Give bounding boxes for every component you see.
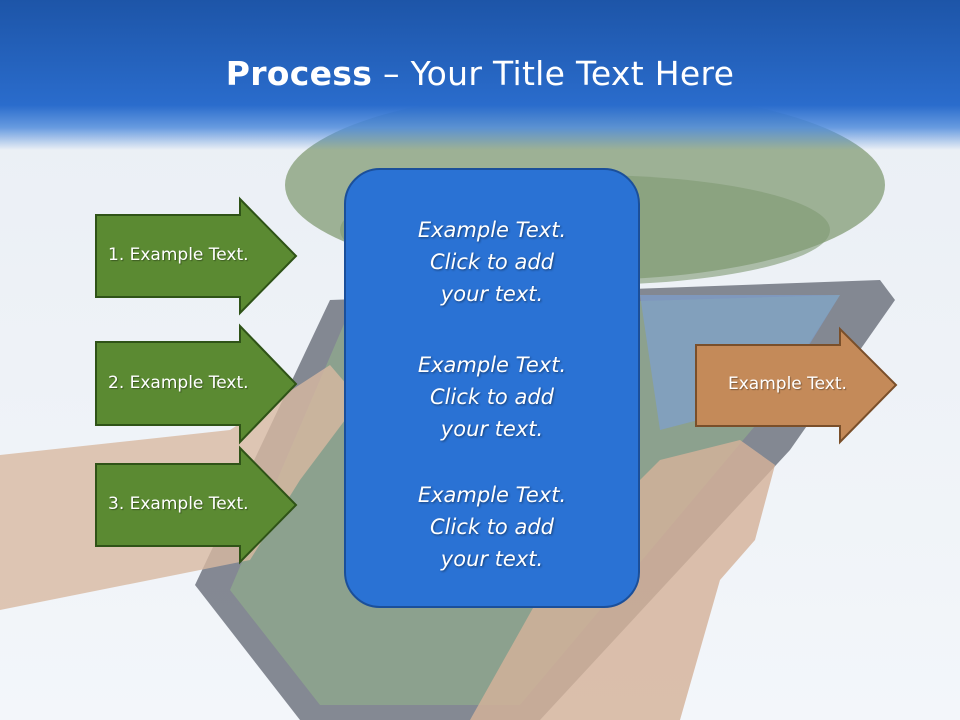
center-line: your text. [440, 282, 544, 306]
title-bar [0, 0, 960, 150]
center-process-box[interactable]: Example Text. Click to add your text. Ex… [344, 168, 640, 608]
title-rest: Your Title Text Here [410, 54, 735, 93]
output-label: Example Text. [728, 374, 847, 394]
center-line: Click to add [429, 515, 554, 539]
center-line: Example Text. [417, 483, 567, 507]
title-bold: Process [225, 54, 373, 93]
step-1-label: 1. Example Text. [108, 245, 249, 265]
center-line: Example Text. [417, 218, 567, 242]
slide-title[interactable]: Process – Your Title Text Here [0, 54, 960, 93]
center-line: Click to add [429, 250, 554, 274]
center-line: Click to add [429, 385, 554, 409]
output-arrow[interactable] [695, 326, 898, 445]
step-2-arrow[interactable] [95, 323, 298, 445]
center-line: Example Text. [417, 353, 567, 377]
step-3-label: 3. Example Text. [108, 494, 249, 514]
step-1-arrow[interactable] [95, 196, 298, 316]
title-dash: – [372, 54, 411, 93]
step-2-label: 2. Example Text. [108, 373, 249, 393]
center-paragraph-3: Example Text. Click to add your text. [346, 479, 638, 575]
center-paragraph-2: Example Text. Click to add your text. [346, 349, 638, 445]
center-paragraph-1: Example Text. Click to add your text. [346, 214, 638, 310]
center-line: your text. [440, 417, 544, 441]
center-line: your text. [440, 547, 544, 571]
step-3-arrow[interactable] [95, 445, 298, 565]
